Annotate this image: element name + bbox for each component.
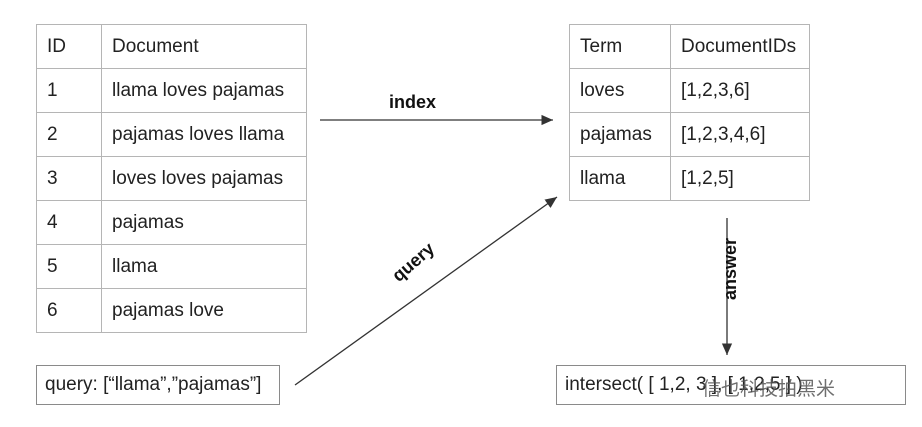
term: llama: [569, 156, 671, 201]
document-text: pajamas loves llama: [101, 112, 307, 157]
table-row: 2 pajamas loves llama: [36, 112, 307, 157]
intersect-text: intersect( [ 1,2, 3 ], [ 1,2,5 ] ): [565, 374, 803, 395]
document-ids: [1,2,5]: [670, 156, 810, 201]
document-id: 2: [36, 112, 102, 157]
query-text: query: [“llama”,”pajamas”]: [45, 374, 262, 395]
query-box: query: [“llama”,”pajamas”]: [36, 365, 280, 405]
documents-table: ID Document 1 llama loves pajamas 2 paja…: [36, 24, 307, 333]
document-id: 6: [36, 288, 102, 333]
answer-label: answer: [720, 237, 740, 300]
id-column-header: ID: [36, 24, 102, 69]
document-id: 5: [36, 244, 102, 289]
document-ids: [1,2,3,4,6]: [670, 112, 810, 157]
document-column-header: Document: [101, 24, 307, 69]
table-row: pajamas [1,2,3,4,6]: [569, 112, 810, 157]
intersect-box: intersect( [ 1,2, 3 ], [ 1,2,5 ] ): [556, 365, 906, 405]
document-text: pajamas love: [101, 288, 307, 333]
index-label: index: [389, 92, 437, 112]
table-row: llama [1,2,5]: [569, 156, 810, 201]
term: pajamas: [569, 112, 671, 157]
table-row: 6 pajamas love: [36, 288, 307, 333]
watermark-text: 信也科技拍黑米: [702, 379, 836, 400]
query-arrow: [294, 196, 558, 386]
documents-table-header: ID Document: [36, 24, 307, 69]
inverted-index-table: Term DocumentIDs loves [1,2,3,6] pajamas…: [569, 24, 810, 201]
document-ids-column-header: DocumentIDs: [670, 24, 810, 69]
document-id: 3: [36, 156, 102, 201]
